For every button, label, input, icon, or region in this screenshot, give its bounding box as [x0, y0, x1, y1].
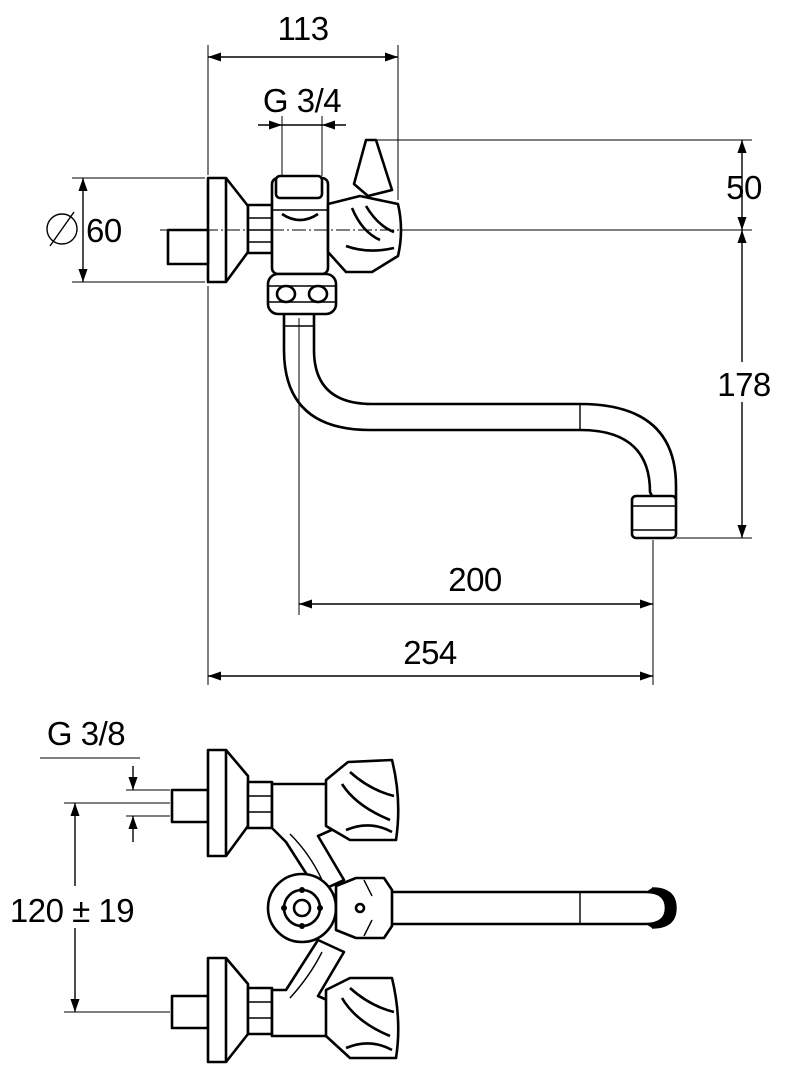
label-178: 178 — [717, 366, 771, 403]
dimension-outlet-thread: G 3/8 — [40, 715, 170, 842]
diameter-icon — [46, 213, 78, 245]
label-113: 113 — [277, 10, 328, 47]
spout-nut — [334, 876, 394, 940]
valve-handle — [326, 138, 403, 274]
upper-rosette — [170, 748, 274, 858]
label-120-19: 120 ± 19 — [10, 892, 134, 929]
dimension-rosette-diameter: 60 — [46, 177, 205, 283]
dimension-spout-reach: 200 — [298, 318, 654, 685]
central-body — [266, 872, 338, 944]
label-200: 200 — [448, 561, 502, 598]
label-60: 60 — [86, 212, 122, 249]
upper-handle — [324, 758, 400, 842]
lower-handle — [324, 976, 400, 1060]
side-view — [160, 138, 678, 540]
spout-top-view — [392, 887, 677, 929]
hex-nut — [246, 203, 274, 255]
dimension-total-reach: 254 — [207, 286, 653, 685]
swivel-union — [266, 272, 338, 316]
front-view — [170, 748, 677, 1064]
label-50: 50 — [726, 169, 762, 206]
label-254: 254 — [403, 634, 457, 671]
dimension-spout-height: 178 — [676, 230, 776, 539]
dimension-inlet-thread: G 3/4 — [258, 82, 346, 176]
lower-rosette — [170, 956, 274, 1064]
spout — [282, 314, 678, 500]
aerator — [630, 494, 678, 540]
label-g38: G 3/8 — [47, 715, 125, 752]
dimension-overall-depth: 113 — [207, 10, 399, 200]
dimension-handle-height: 50 — [376, 139, 762, 231]
dimension-centre-distance: 120 ± 19 — [6, 802, 170, 1013]
valve-body — [270, 174, 330, 276]
inlet-stub — [166, 228, 210, 266]
label-g34: G 3/4 — [263, 82, 341, 119]
